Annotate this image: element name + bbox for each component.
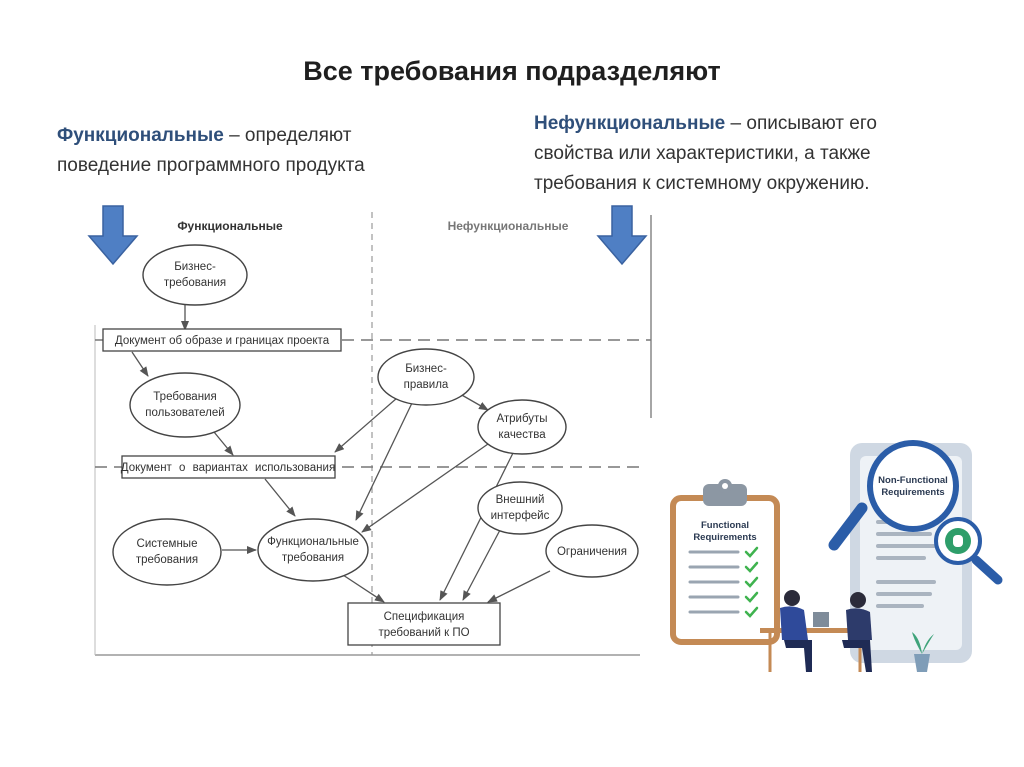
arrow-rules-to-func-req: [355, 402, 413, 521]
arrow-attributes-to-spec: [439, 452, 514, 601]
external-interface-node: Внешний интерфейс: [477, 481, 563, 535]
functional-card-line-2: Requirements: [693, 532, 756, 543]
constraints-label: Ограничения: [557, 546, 627, 558]
slide-title: Все требования подразделяют: [303, 56, 721, 86]
nonfunctional-text-line-3: требования к системному окружению.: [534, 173, 870, 194]
business-req-line-2: требования: [164, 277, 226, 289]
functional-requirements-node: Функциональные требования: [257, 518, 369, 582]
nonfunctional-card-line-1: Non-Functional: [878, 475, 948, 486]
quality-attributes-node: Атрибуты качества: [477, 399, 567, 455]
arrow-constraints-to-spec: [487, 570, 551, 603]
user-req-line-1: Требования: [153, 391, 216, 403]
column-heading-nonfunctional: Нефункциональные: [448, 219, 569, 233]
functional-card-line-1: Functional: [701, 520, 749, 531]
functional-text-line-2: поведение программного продукта: [57, 155, 365, 176]
arrow-func-req-to-spec: [342, 574, 385, 603]
business-rules-line-2: правила: [404, 379, 449, 391]
arrow-vision-to-user-req: [131, 351, 149, 377]
nonfunctional-intro: Нефункциональные – описывают его свойств…: [534, 109, 974, 199]
business-rules-node: Бизнес- правила: [377, 348, 475, 406]
arrow-interface-to-spec: [462, 529, 501, 601]
nonfunctional-down-arrow-icon: [596, 205, 648, 266]
arrow-user-req-to-usecase: [213, 431, 234, 456]
system-req-line-1: Системные: [137, 538, 198, 550]
quality-attr-line-1: Атрибуты: [496, 413, 547, 425]
vision-document-box: Документ об образе и границах проекта: [102, 328, 342, 352]
business-rules-line-1: Бизнес-: [405, 363, 447, 375]
external-if-line-1: Внешний: [496, 494, 545, 506]
clipboard-graphic: [670, 479, 780, 645]
spec-line-1: Спецификация: [384, 611, 465, 623]
use-case-document-label: Документ о вариантах использования: [121, 462, 335, 474]
system-req-line-2: требования: [136, 554, 198, 566]
plant-icon: [912, 632, 934, 672]
magnifier-icon: [828, 440, 959, 551]
column-heading-functional: Функциональные: [177, 219, 283, 233]
quality-attr-line-2: качества: [498, 429, 546, 441]
business-requirements-node: Бизнес- требования: [142, 244, 248, 306]
functional-term: Функциональные: [57, 125, 224, 146]
specification-box: Спецификация требований к ПО: [347, 602, 501, 646]
nonfunctional-text-line-1: – описывают его: [725, 113, 877, 134]
functional-text-line-1: – определяют: [223, 125, 352, 146]
arrow-usecase-to-func-req: [264, 478, 296, 517]
arrow-attributes-to-func-req: [361, 443, 489, 533]
people-at-desk-graphic: [760, 590, 872, 672]
arrow-rules-to-usecase: [334, 397, 398, 453]
checklist: [688, 546, 759, 618]
nonfunctional-term: Нефункциональные: [534, 113, 726, 134]
bug-magnifier-icon: [934, 517, 1003, 585]
user-requirements-node: Требования пользователей: [129, 372, 241, 438]
use-case-document-box: Документ о вариантах использования: [121, 455, 336, 479]
arrow-rules-to-attributes: [459, 393, 489, 411]
constraints-node: Ограничения: [545, 524, 639, 578]
nonfunctional-text-line-2: свойства или характеристики, а также: [534, 143, 871, 164]
spec-line-2: требований к ПО: [378, 627, 469, 639]
user-req-line-2: пользователей: [145, 407, 224, 419]
nonfunctional-card-line-2: Requirements: [881, 487, 944, 498]
functional-down-arrow-icon: [87, 205, 139, 266]
functional-intro: Функциональные – определяют поведение пр…: [57, 121, 487, 181]
business-req-line-1: Бизнес-: [174, 261, 216, 273]
system-requirements-node: Системные требования: [112, 518, 222, 586]
func-req-line-1: Функциональные: [267, 536, 359, 548]
external-if-line-2: интерфейс: [491, 510, 550, 522]
vision-document-label: Документ об образе и границах проекта: [115, 335, 330, 347]
func-req-line-2: требования: [282, 552, 344, 564]
